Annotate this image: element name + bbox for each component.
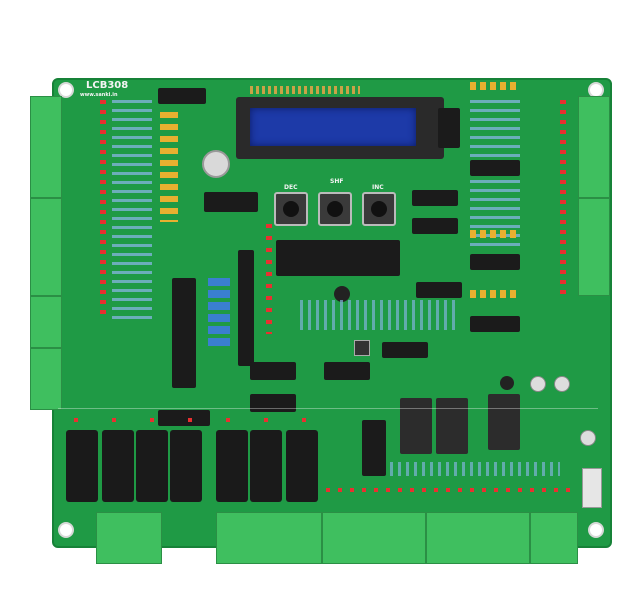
relay [66, 430, 98, 502]
ic-chip [416, 282, 462, 298]
shf-label: SHF [330, 178, 344, 185]
transistor-group [436, 398, 468, 454]
capacitor [500, 376, 514, 390]
relay [136, 430, 168, 502]
terminal-block [30, 96, 62, 198]
led-column [560, 100, 566, 300]
dec-button[interactable] [274, 192, 308, 226]
terminal-block [216, 512, 322, 564]
capacitor [554, 376, 570, 392]
reset-button[interactable] [354, 340, 370, 356]
led-row [74, 418, 314, 422]
led-column [100, 100, 106, 320]
ic-chip [204, 192, 258, 212]
resistor-array [470, 100, 520, 160]
resistor-array [300, 300, 460, 330]
capacitor-array [470, 82, 520, 90]
capacitor [334, 286, 350, 302]
buzzer [202, 150, 230, 178]
transistor-group [488, 394, 520, 450]
mounting-hole [58, 522, 74, 538]
silk-line [58, 408, 598, 409]
capacitor [580, 430, 596, 446]
terminal-block [322, 512, 426, 564]
ic-chip [362, 420, 386, 476]
shf-button[interactable] [318, 192, 352, 226]
capacitor-array [208, 278, 230, 348]
mounting-hole [588, 522, 604, 538]
terminal-block [578, 96, 610, 198]
terminal-block [30, 198, 62, 296]
relay [286, 430, 318, 502]
ic-chip [172, 278, 196, 388]
ic-chip [438, 108, 460, 148]
relay [170, 430, 202, 502]
ic-chip [470, 254, 520, 270]
ic-chip [470, 316, 520, 332]
transistor-group [400, 398, 432, 454]
terminal-block [578, 198, 610, 296]
dec-label: DEC [284, 184, 298, 191]
board-model-label: LCB308 [86, 80, 129, 91]
resistor-array [390, 462, 560, 476]
ic-chip [250, 362, 296, 380]
lcd-screen [250, 108, 416, 146]
capacitor-array [470, 230, 520, 238]
capacitor-array [470, 290, 520, 298]
ic-chip [382, 342, 428, 358]
capacitor [530, 376, 546, 392]
relay [102, 430, 134, 502]
mounting-hole [58, 82, 74, 98]
terminal-block [30, 348, 62, 410]
resistor-array [470, 180, 520, 250]
microcontroller-chip [276, 240, 400, 276]
terminal-block [30, 296, 62, 348]
capacitor-array [160, 112, 178, 222]
resistor-array [112, 100, 152, 320]
inc-label: INC [372, 184, 384, 191]
led-column [266, 224, 272, 334]
terminal-block [530, 512, 578, 564]
inc-button[interactable] [362, 192, 396, 226]
terminal-block [426, 512, 530, 564]
fuse [582, 468, 602, 508]
lcd-header-pins [250, 86, 360, 94]
ic-chip [324, 362, 370, 380]
board-url-label: www.sanki.in [80, 92, 118, 98]
ic-chip [412, 190, 458, 206]
ic-chip [158, 88, 206, 104]
relay [250, 430, 282, 502]
ic-chip [250, 394, 296, 412]
ic-chip [470, 160, 520, 176]
ic-chip [238, 250, 254, 366]
led-row [326, 488, 576, 492]
ic-chip [412, 218, 458, 234]
relay [216, 430, 248, 502]
terminal-block [96, 512, 162, 564]
